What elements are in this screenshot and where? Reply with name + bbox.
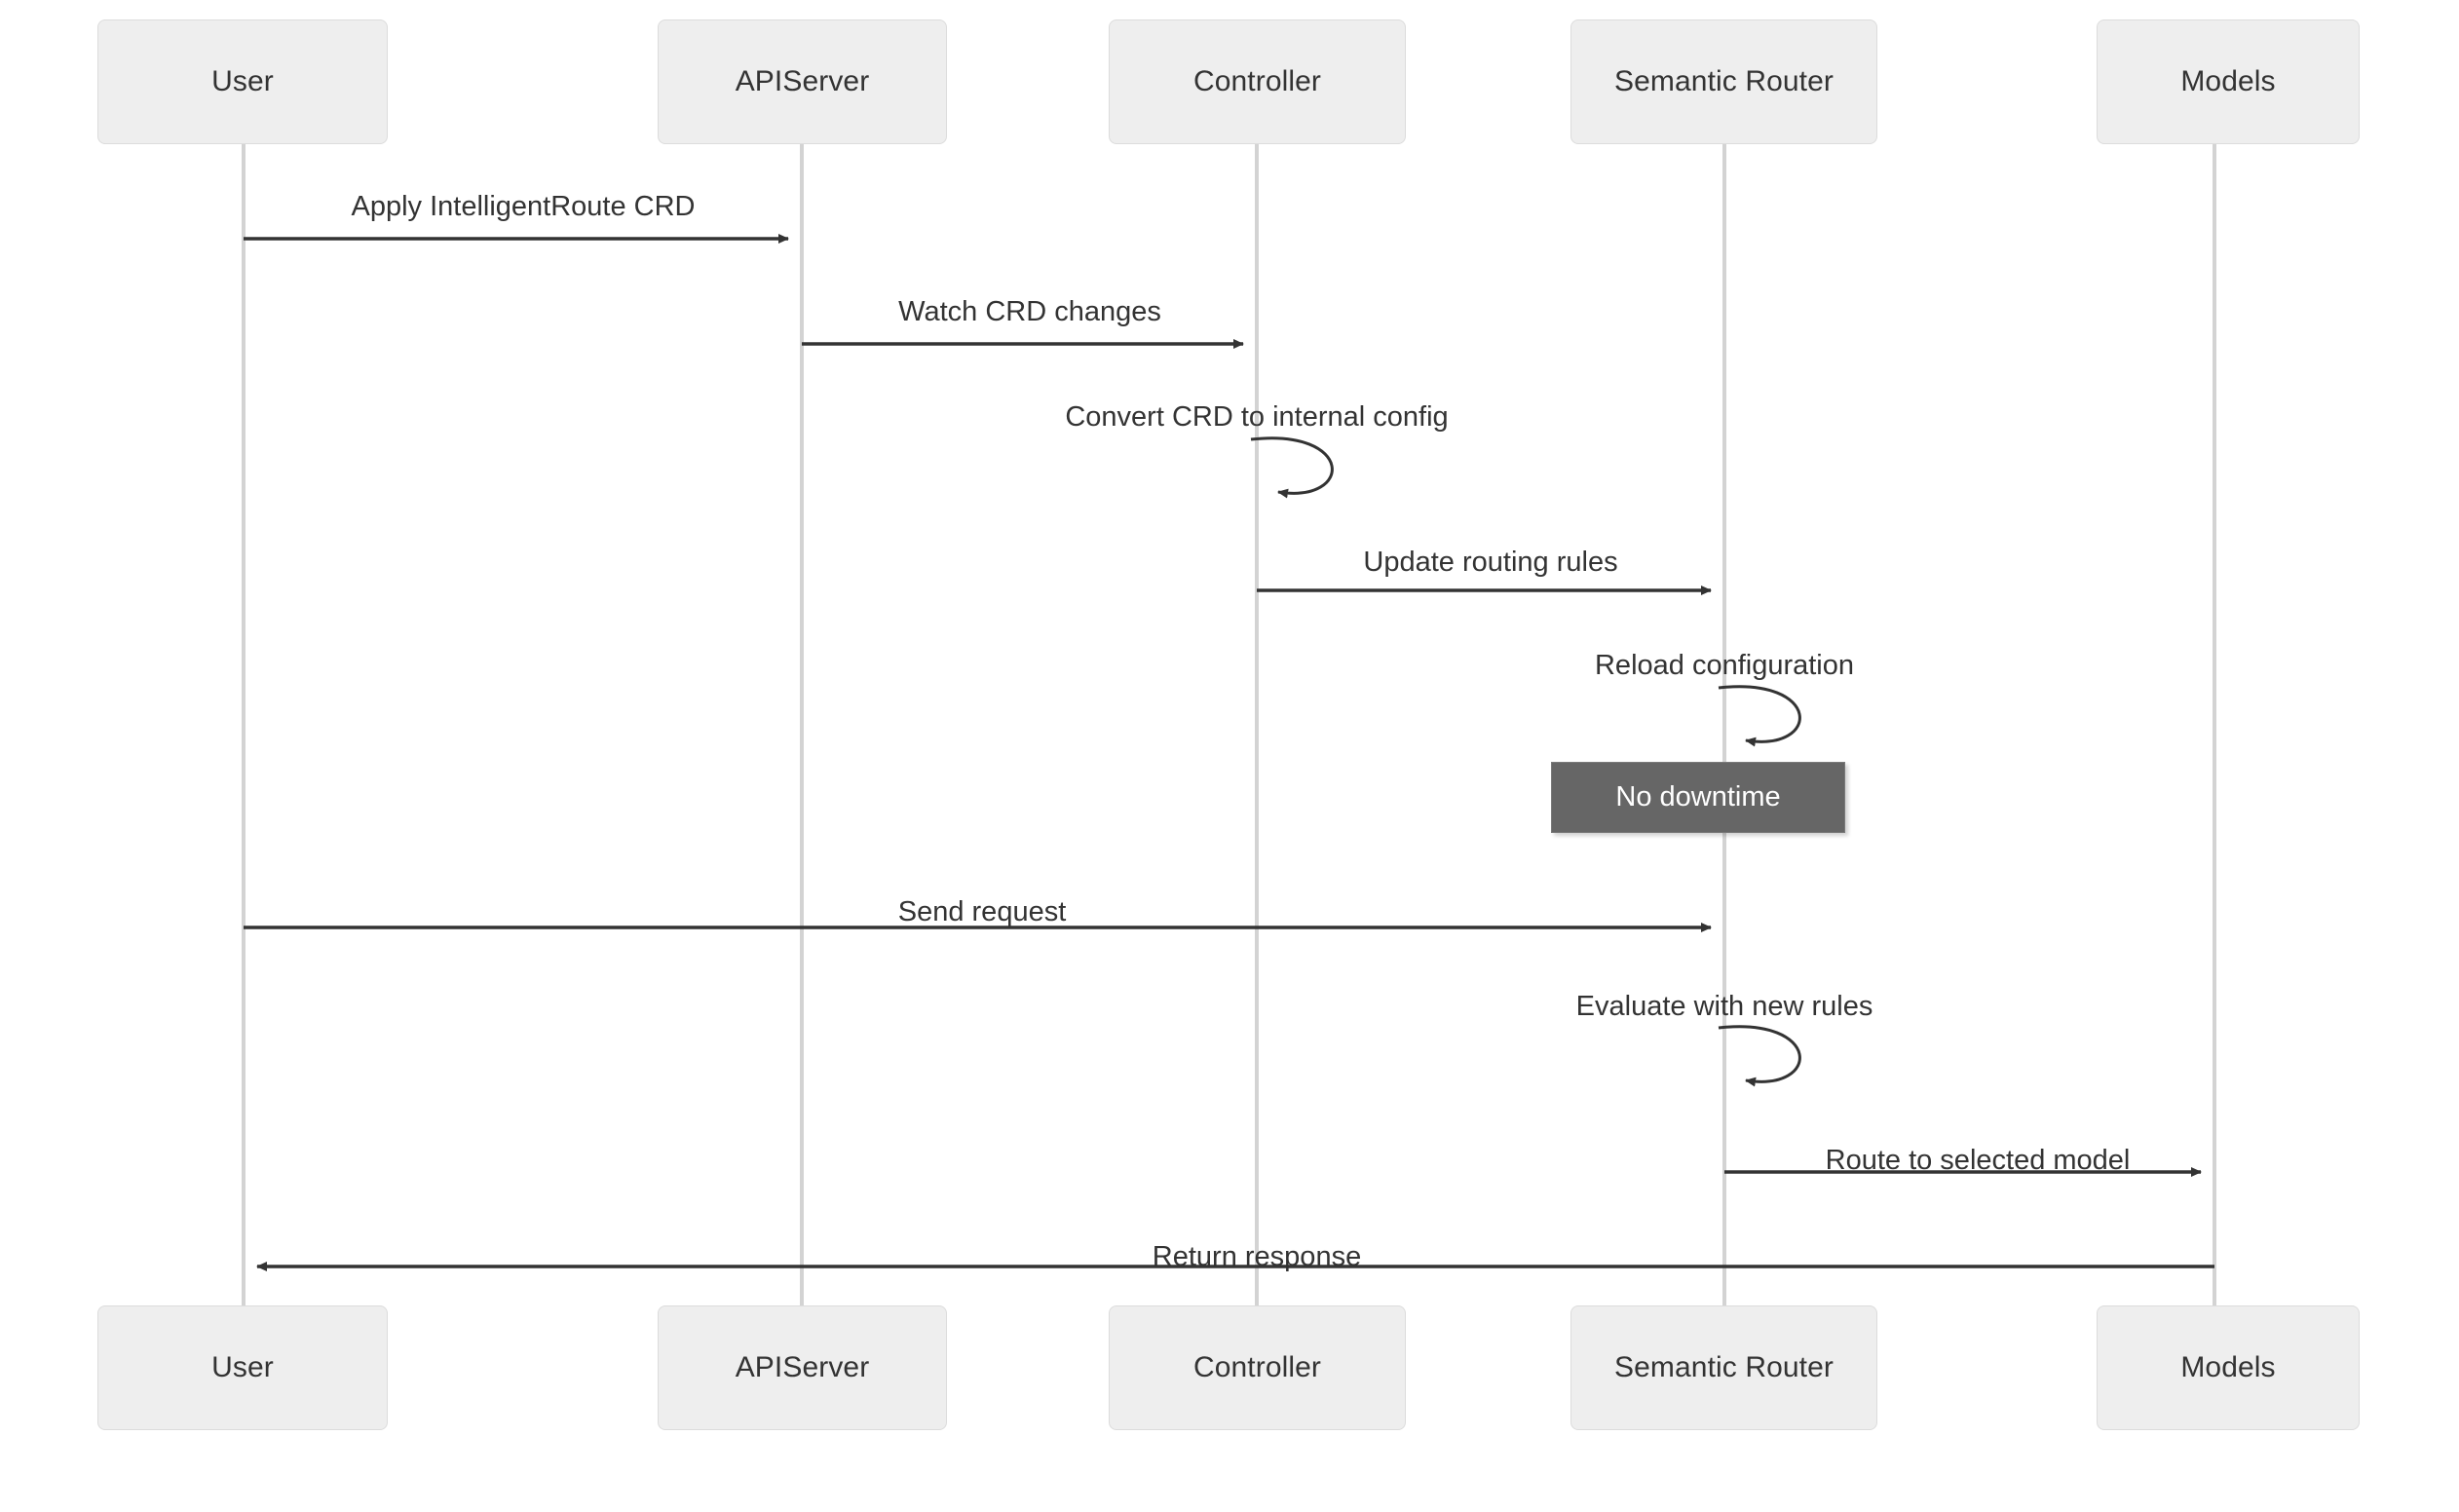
- message-label-8: Return response: [1152, 1241, 1362, 1272]
- actor-box-router-top[interactable]: Semantic Router: [1570, 19, 1877, 144]
- actor-label-models: Models: [2180, 65, 2276, 97]
- message-label-4: Reload configuration: [1594, 650, 1855, 681]
- messages-group: [244, 234, 2214, 1271]
- actor-label-user: User: [211, 65, 274, 97]
- actor-box-router-bottom[interactable]: Semantic Router: [1570, 1305, 1877, 1430]
- actor-label-user: User: [211, 1351, 274, 1383]
- actor-box-apiserver-bottom[interactable]: APIServer: [658, 1305, 947, 1430]
- message-label-6: Evaluate with new rules: [1575, 991, 1873, 1022]
- note-box-0[interactable]: No downtime: [1551, 762, 1845, 833]
- actor-label-apiserver: APIServer: [735, 65, 870, 97]
- actor-box-models-top[interactable]: Models: [2097, 19, 2360, 144]
- self-message-2: [1250, 436, 1334, 499]
- actor-box-user-bottom[interactable]: User: [97, 1305, 388, 1430]
- actor-label-router: Semantic Router: [1614, 65, 1834, 97]
- self-message-6: [1718, 1025, 1801, 1087]
- actor-label-controller: Controller: [1192, 1351, 1322, 1383]
- lifelines-group: [242, 144, 2216, 1305]
- message-label-1: Watch CRD changes: [898, 296, 1161, 327]
- actor-box-models-bottom[interactable]: Models: [2097, 1305, 2360, 1430]
- actor-label-models: Models: [2180, 1351, 2276, 1383]
- message-label-5: Send request: [897, 896, 1067, 927]
- message-label-3: Update routing rules: [1363, 547, 1618, 578]
- actor-box-controller-bottom[interactable]: Controller: [1109, 1305, 1406, 1430]
- message-label-7: Route to selected model: [1825, 1145, 2131, 1176]
- actor-label-router: Semantic Router: [1614, 1351, 1834, 1383]
- self-message-4: [1718, 685, 1801, 747]
- actor-box-controller-top[interactable]: Controller: [1109, 19, 1406, 144]
- note-label-0: No downtime: [1615, 781, 1781, 813]
- actor-label-controller: Controller: [1192, 65, 1322, 97]
- actor-box-apiserver-top[interactable]: APIServer: [658, 19, 947, 144]
- actor-label-apiserver: APIServer: [735, 1351, 870, 1383]
- message-label-2: Convert CRD to internal config: [1065, 401, 1449, 433]
- actor-box-user-top[interactable]: User: [97, 19, 388, 144]
- message-label-0: Apply IntelligentRoute CRD: [351, 191, 696, 222]
